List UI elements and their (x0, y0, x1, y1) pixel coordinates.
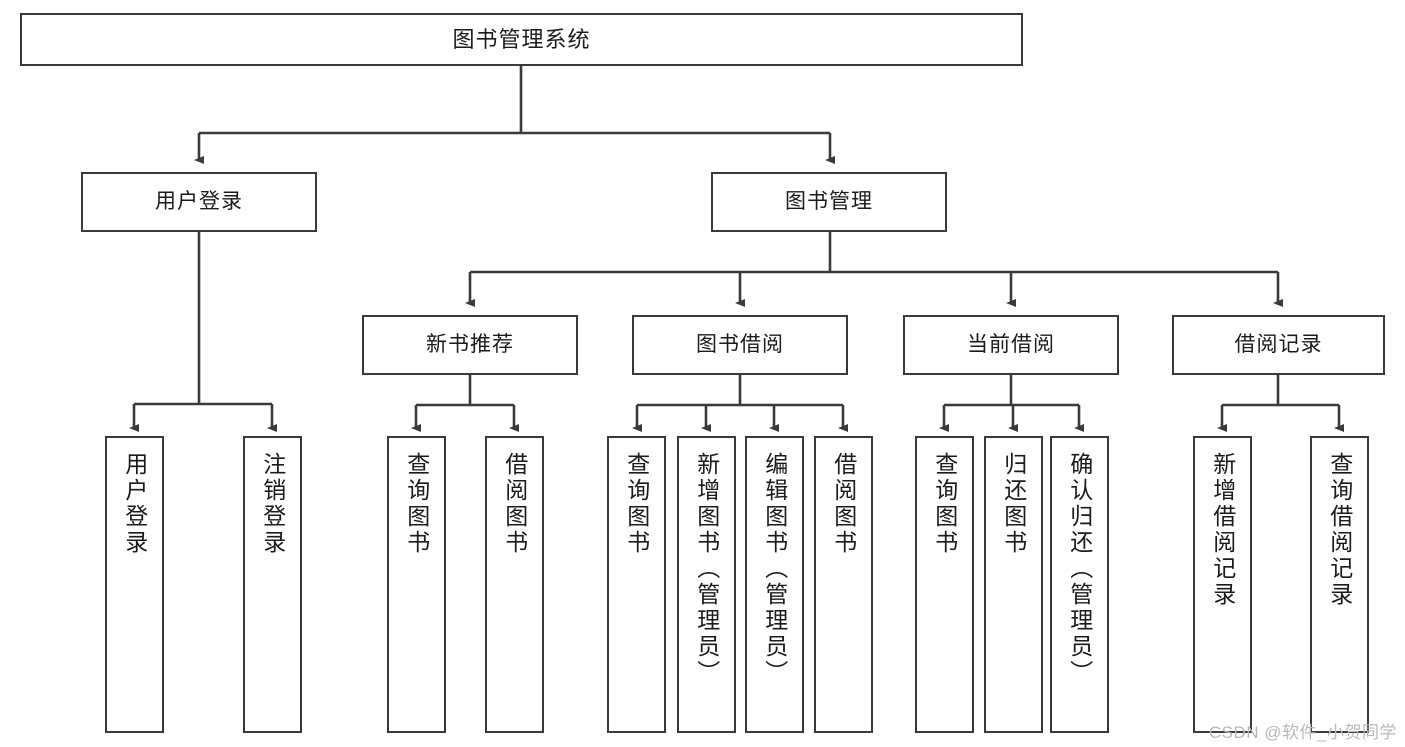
node-book-management-label: 图书管理 (785, 189, 873, 213)
node-borrow-record[interactable]: 借阅记录 (1172, 315, 1385, 375)
node-leaf-query-book-2-label: 查询图书 (623, 452, 650, 556)
node-leaf-user-login[interactable]: 用户登录 (105, 436, 164, 733)
node-leaf-query-book-1[interactable]: 查询图书 (387, 436, 446, 733)
node-current-borrow-label: 当前借阅 (967, 332, 1055, 356)
node-leaf-borrow-book-2-label: 借阅图书 (830, 452, 857, 556)
node-leaf-query-record-label: 查询借阅记录 (1326, 452, 1353, 608)
node-leaf-add-book-label: 新增图书（管理员） (693, 452, 720, 686)
node-leaf-logout[interactable]: 注销登录 (243, 436, 302, 733)
node-leaf-add-record[interactable]: 新增借阅记录 (1193, 436, 1252, 733)
node-leaf-borrow-book-1[interactable]: 借阅图书 (485, 436, 544, 733)
node-root-label: 图书管理系统 (452, 26, 591, 52)
node-new-book-recommend[interactable]: 新书推荐 (362, 315, 578, 375)
node-leaf-confirm-return-label: 确认归还（管理员） (1066, 452, 1093, 686)
node-leaf-add-record-label: 新增借阅记录 (1209, 452, 1236, 608)
node-leaf-edit-book[interactable]: 编辑图书（管理员） (745, 436, 804, 733)
node-root[interactable]: 图书管理系统 (20, 13, 1023, 66)
node-leaf-borrow-book-1-label: 借阅图书 (501, 452, 528, 556)
node-leaf-return-book-label: 归还图书 (1000, 452, 1027, 556)
node-leaf-return-book[interactable]: 归还图书 (984, 436, 1043, 733)
node-book-borrow[interactable]: 图书借阅 (632, 315, 848, 375)
node-leaf-edit-book-label: 编辑图书（管理员） (761, 452, 788, 686)
node-book-borrow-label: 图书借阅 (696, 332, 784, 356)
watermark: CSDN @软件_小贺同学 (1208, 723, 1397, 742)
node-current-borrow[interactable]: 当前借阅 (903, 315, 1119, 375)
node-leaf-query-record[interactable]: 查询借阅记录 (1310, 436, 1369, 733)
node-leaf-confirm-return[interactable]: 确认归还（管理员） (1050, 436, 1109, 733)
node-leaf-borrow-book-2[interactable]: 借阅图书 (814, 436, 873, 733)
node-leaf-logout-label: 注销登录 (259, 452, 286, 556)
node-leaf-query-book-2[interactable]: 查询图书 (607, 436, 666, 733)
node-leaf-query-book-1-label: 查询图书 (403, 452, 430, 556)
node-leaf-user-login-label: 用户登录 (121, 452, 148, 556)
node-book-management[interactable]: 图书管理 (711, 172, 947, 232)
node-user-login[interactable]: 用户登录 (81, 172, 317, 232)
node-new-book-recommend-label: 新书推荐 (426, 332, 514, 356)
node-leaf-query-book-3-label: 查询图书 (931, 452, 958, 556)
node-leaf-add-book[interactable]: 新增图书（管理员） (677, 436, 736, 733)
node-borrow-record-label: 借阅记录 (1234, 332, 1323, 356)
node-leaf-query-book-3[interactable]: 查询图书 (915, 436, 974, 733)
node-user-login-label: 用户登录 (155, 189, 243, 213)
